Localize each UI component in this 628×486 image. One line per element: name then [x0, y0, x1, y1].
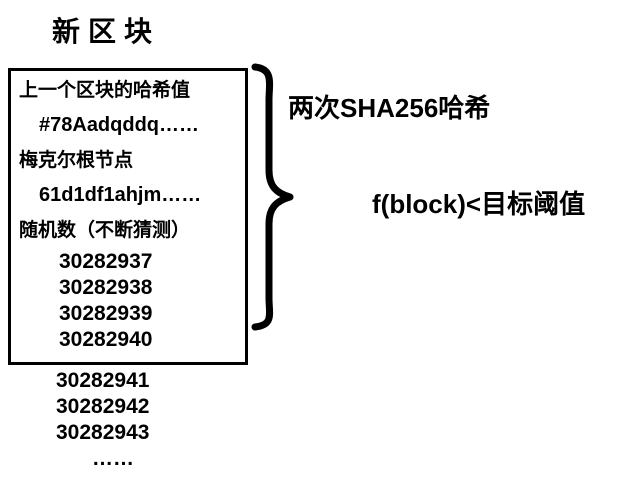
target-threshold-annotation: f(block)<目标阈值	[372, 189, 586, 219]
prev-hash-value: #78Aadqddq……	[39, 114, 200, 136]
merkle-root-value: 61d1df1ahjm……	[39, 184, 202, 206]
nonce-value: 30282941	[56, 369, 150, 392]
nonce-label: 随机数（不断猜测）	[19, 220, 191, 241]
nonce-ellipsis: ……	[92, 447, 134, 470]
new-block-title: 新区块	[52, 16, 161, 47]
curly-brace	[251, 63, 294, 331]
nonce-value: 30282940	[59, 328, 153, 351]
nonce-value: 30282937	[59, 250, 153, 273]
merkle-root-label: 梅克尔根节点	[19, 150, 134, 171]
nonce-list-outside: 30282941 30282942 30282943 ……	[16, 368, 256, 472]
nonce-value: 30282942	[56, 395, 150, 418]
nonce-value: 30282943	[56, 421, 150, 444]
sha256-annotation: 两次SHA256哈希	[288, 93, 491, 123]
new-block-box: 上一个区块的哈希值 #78Aadqddq…… 梅克尔根节点 61d1df1ahj…	[8, 68, 248, 365]
prev-hash-label: 上一个区块的哈希值	[19, 80, 191, 101]
nonce-value: 30282938	[59, 276, 153, 299]
nonce-list-inside: 30282937 30282938 30282939 30282940	[19, 249, 241, 353]
nonce-value: 30282939	[59, 302, 153, 325]
